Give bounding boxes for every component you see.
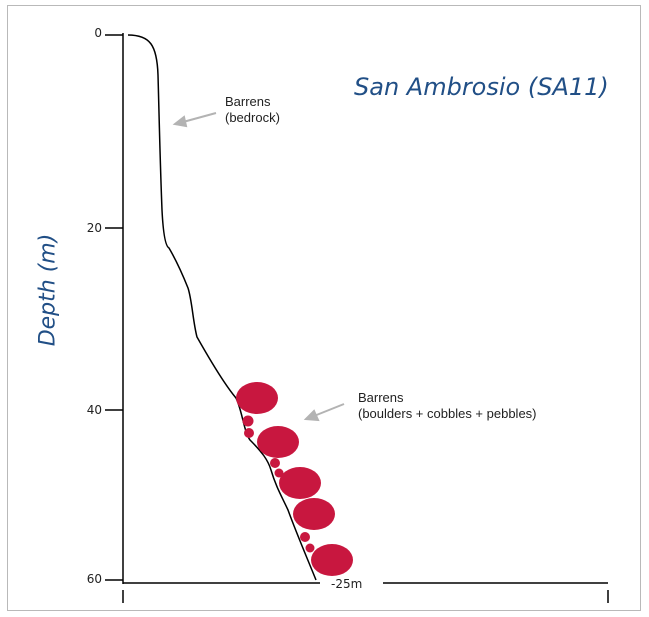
bedrock-annotation-line2: (bedrock): [225, 110, 280, 125]
bedrock-annotation: Barrens (bedrock): [225, 94, 280, 126]
pebble-6: [305, 543, 315, 553]
boulder-1: [236, 382, 278, 414]
y-tick-40: 40: [86, 403, 102, 417]
boulders-arrow-shaft: [313, 403, 345, 417]
y-tick-60: 60: [86, 572, 102, 586]
boulders-annotation-line2: (boulders + cobbles + pebbles): [358, 406, 537, 421]
pebble-1: [242, 415, 254, 427]
boulder-2: [257, 426, 299, 458]
max-depth-label: -25m: [331, 577, 363, 591]
pebble-4: [274, 468, 284, 478]
boulder-5: [311, 544, 353, 576]
seafloor-profile-line: [127, 34, 317, 581]
boulders-arrow-head: [303, 409, 320, 422]
boulders-annotation: Barrens (boulders + cobbles + pebbles): [358, 390, 537, 422]
bedrock-arrow-head: [172, 115, 188, 128]
pebble-5: [300, 532, 310, 542]
boulders-annotation-line1: Barrens: [358, 390, 404, 405]
y-tick-20: 20: [86, 221, 102, 235]
figure-frame: [7, 5, 641, 611]
bedrock-arrow-shaft: [182, 112, 217, 123]
pebble-2: [244, 428, 254, 438]
boulder-4: [293, 498, 335, 530]
bedrock-annotation-line1: Barrens: [225, 94, 271, 109]
boulder-3: [279, 467, 321, 499]
pebble-3: [270, 458, 280, 468]
chart-title: San Ambrosio (SA11): [354, 73, 609, 101]
boulder-cluster: [236, 382, 353, 576]
y-tick-0: 0: [94, 26, 102, 40]
